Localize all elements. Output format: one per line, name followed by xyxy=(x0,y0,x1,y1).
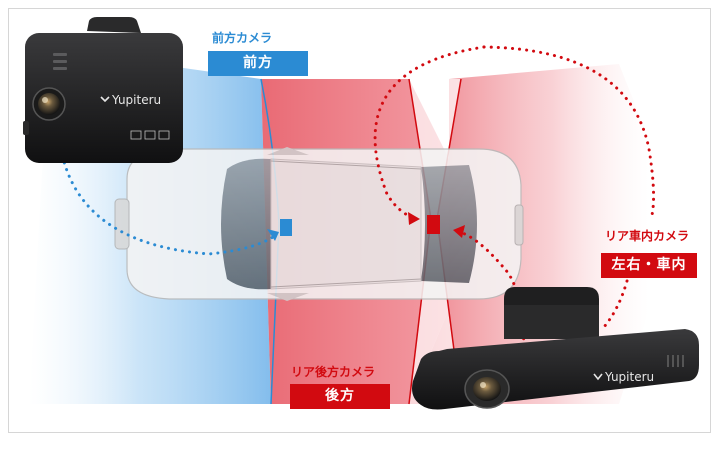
rear-focus-marker xyxy=(427,215,440,234)
rear-camera-device: Yupiteru xyxy=(412,287,699,410)
front-camera-caption: 前方カメラ xyxy=(212,31,273,45)
rear-top-arc-arrow xyxy=(482,45,656,221)
cabin-camera-badge: 左右・車内 xyxy=(601,253,697,278)
front-dashcam-device: Yupiteru xyxy=(23,17,183,163)
rear-camera-arrow xyxy=(373,45,486,225)
illustration-frame: Yupiteru Yupiteru 前方カメラ xyxy=(8,8,711,433)
front-camera-badge: 前方 xyxy=(208,51,308,76)
front-focus-marker xyxy=(280,219,292,236)
cabin-camera-caption: リア車内カメラ xyxy=(605,229,690,243)
cabin-camera-arrow xyxy=(453,225,526,391)
front-brand-logo: Yupiteru xyxy=(111,93,161,107)
rear-camera-badge: 後方 xyxy=(290,384,390,409)
front-camera-arrow xyxy=(59,147,279,256)
camera-coverage-scene: Yupiteru Yupiteru xyxy=(23,17,699,410)
cabin-side-arrow xyxy=(602,279,629,329)
cabin-brand-logo: Yupiteru xyxy=(604,370,654,384)
car-top-view xyxy=(114,147,524,301)
rear-camera-caption: リア後方カメラ xyxy=(291,365,376,379)
